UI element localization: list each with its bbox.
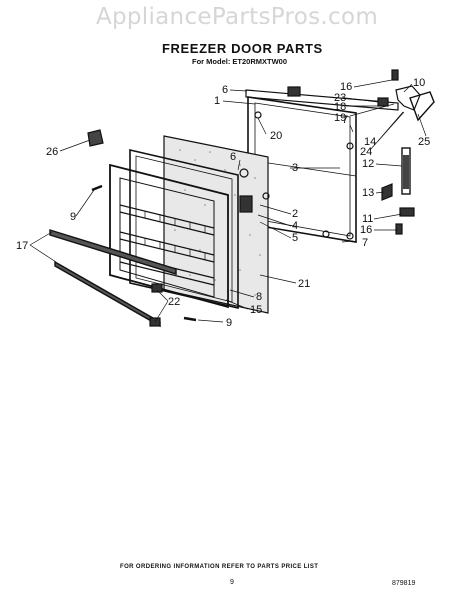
screw-9-upper (91, 184, 103, 192)
shelf-bar-lower (54, 260, 161, 328)
callout-2: 2 (292, 208, 298, 220)
callout-16b: 16 (360, 224, 372, 236)
callout-7b: 7 (362, 237, 368, 249)
callout-7a: 7 (342, 114, 348, 126)
callout-15: 15 (250, 304, 262, 316)
callout-6a: 6 (222, 84, 228, 96)
callout-25: 25 (418, 136, 430, 148)
page-number: 9 (230, 579, 234, 586)
callout-13: 13 (362, 187, 374, 199)
model-line: For Model: ET20RMXTW00 (192, 57, 288, 66)
drawing-reference: 879819 (392, 580, 416, 587)
callout-3: 3 (292, 162, 298, 174)
callout-9b: 9 (226, 317, 232, 329)
callout-17: 17 (16, 240, 28, 252)
callout-22: 22 (168, 296, 180, 308)
callout-1: 1 (214, 95, 220, 107)
callout-18: 18 (334, 101, 346, 113)
end-cap-upper (151, 283, 163, 293)
callout-11: 11 (362, 213, 373, 225)
bottom-hinge (399, 207, 415, 217)
callout-20: 20 (270, 130, 282, 142)
callout-10: 10 (413, 77, 425, 89)
door-handle (401, 147, 411, 195)
ordering-note: FOR ORDERING INFORMATION REFER TO PARTS … (120, 564, 319, 570)
callout-16a: 16 (340, 81, 352, 93)
handle-end (409, 91, 435, 122)
hinge-cover (287, 86, 301, 97)
watermark: AppliancePartsPros.com (95, 4, 379, 30)
callout-4: 4 (292, 220, 298, 232)
top-hinge (395, 85, 421, 111)
callout-9a: 9 (70, 211, 76, 223)
hinge-screw-16 (395, 223, 403, 235)
screw-9-lower (183, 316, 197, 322)
door-stop-26 (87, 129, 104, 147)
callout-14: 14 (364, 136, 376, 148)
hinge-screw-top (391, 69, 399, 81)
bracket-13 (381, 183, 393, 201)
callout-21: 21 (298, 278, 310, 290)
callout-5: 5 (292, 232, 298, 244)
page-title: FREEZER DOOR PARTS (162, 41, 323, 56)
shelf-bar-upper (49, 229, 177, 275)
callout-12: 12 (362, 158, 374, 170)
door-hinge-center (239, 195, 253, 213)
door-inner-panel (109, 163, 229, 309)
top-rail (245, 89, 399, 111)
door-liner (163, 135, 269, 314)
callout-24: 24 (360, 146, 372, 158)
washer-6 (239, 168, 249, 178)
callout-19: 19 (334, 112, 346, 124)
callout-23: 23 (334, 92, 346, 104)
callout-8: 8 (256, 291, 262, 303)
callout-6b: 6 (230, 151, 236, 163)
hinge-pin-plug (377, 97, 389, 107)
callout-26: 26 (46, 146, 58, 158)
